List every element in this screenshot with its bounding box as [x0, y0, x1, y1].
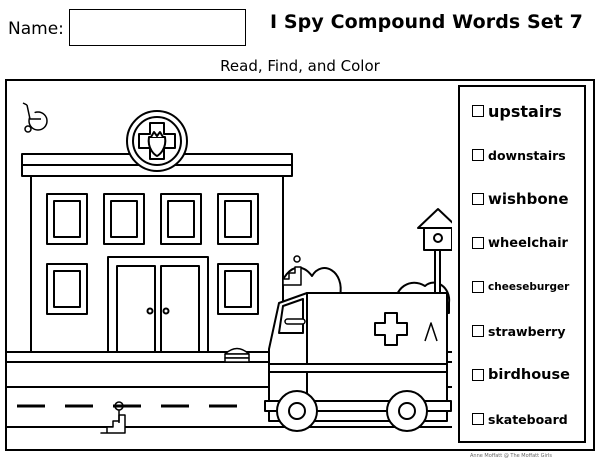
word-item-cheeseburger[interactable]: cheeseburger	[460, 265, 584, 309]
word-label: birdhouse	[488, 367, 570, 383]
word-checkbox[interactable]	[472, 149, 484, 161]
birdhouse-icon	[417, 208, 452, 318]
worksheet-frame	[5, 79, 595, 451]
word-item-downstairs[interactable]: downstairs	[460, 133, 584, 177]
word-checkbox[interactable]	[472, 105, 484, 117]
word-label: downstairs	[488, 147, 566, 163]
hospital-scene	[7, 102, 452, 434]
worksheet-title: I Spy Compound Words Set 7	[270, 11, 584, 33]
word-item-upstairs[interactable]: upstairs	[460, 89, 584, 133]
cheeseburger-icon	[224, 347, 250, 363]
word-item-wishbone[interactable]: wishbone	[460, 177, 584, 221]
word-item-birdhouse[interactable]: birdhouse	[460, 353, 584, 397]
ambulance	[264, 292, 452, 432]
word-checkbox[interactable]	[472, 193, 484, 205]
word-label: skateboard	[488, 411, 568, 427]
word-item-skateboard[interactable]: skateboard	[460, 397, 584, 441]
wishbone-icon	[424, 322, 438, 342]
word-checkbox[interactable]	[472, 369, 484, 381]
strawberry-icon	[147, 131, 167, 157]
worksheet-subtitle: Read, Find, and Color	[220, 57, 380, 75]
upstairs-icon	[282, 255, 302, 286]
word-label: wishbone	[488, 190, 569, 208]
word-label: strawberry	[488, 323, 566, 339]
word-label: cheeseburger	[488, 281, 570, 293]
word-item-wheelchair[interactable]: wheelchair	[460, 221, 584, 265]
word-checkbox[interactable]	[472, 325, 484, 337]
wheelchair-icon	[22, 102, 48, 133]
word-item-strawberry[interactable]: strawberry	[460, 309, 584, 353]
word-label: wheelchair	[488, 235, 568, 251]
word-checkbox[interactable]	[472, 413, 484, 425]
name-label: Name:	[8, 19, 64, 39]
skateboard-icon	[284, 318, 306, 325]
name-field[interactable]	[69, 9, 246, 46]
word-checkbox[interactable]	[472, 281, 484, 293]
word-checkbox[interactable]	[472, 237, 484, 249]
word-list: upstairs downstairs wishbone wheelchair …	[458, 85, 586, 443]
credit-text: Anne Moffatt @ The Moffatt Girls	[470, 453, 552, 459]
word-label: upstairs	[488, 101, 562, 121]
